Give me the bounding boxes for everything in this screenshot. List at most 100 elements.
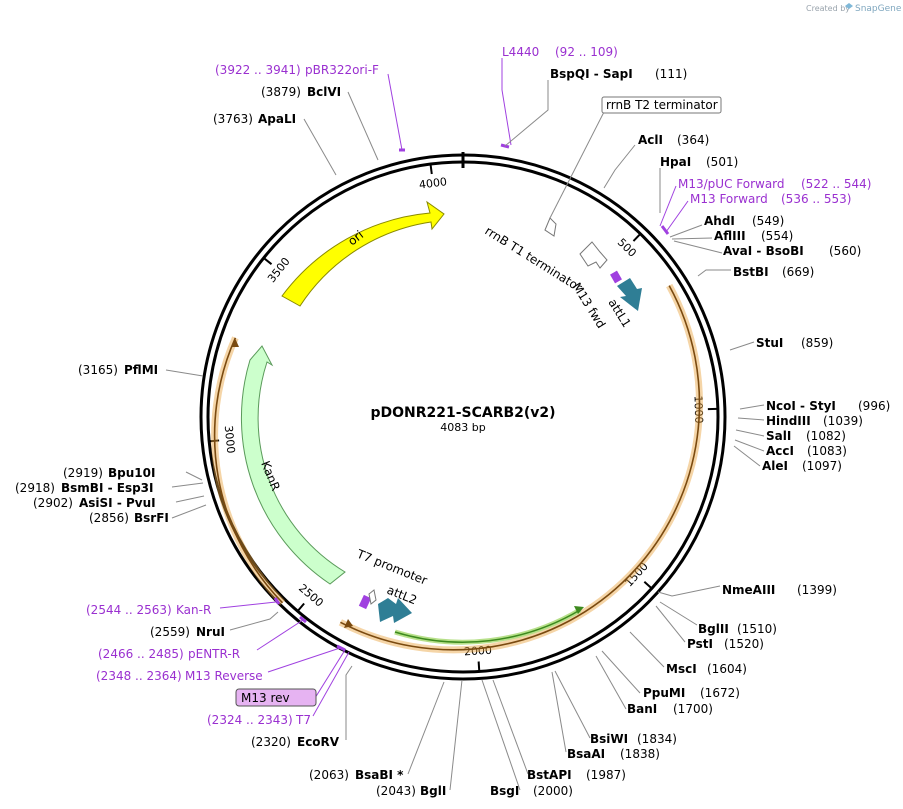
primer-label-pentr: pENTR-R (188, 647, 240, 661)
tick-label: 2500 (296, 581, 326, 609)
m13-rev-box-leader (314, 649, 346, 699)
site-pos-bpu10i: (2919) (63, 466, 103, 480)
tick-label: 3000 (222, 425, 238, 454)
site-label-alei: AleI (762, 459, 788, 473)
site-label-ncoi: NcoI - StyI (766, 399, 836, 413)
site-pos-nmeaiii: (1399) (797, 583, 837, 597)
primer-range-m13fwd: (536 .. 553) (781, 192, 851, 206)
site-label-hpai: HpaI (660, 155, 691, 169)
site-pos-bgli: (2043) (376, 784, 416, 798)
orf-arc-right-line (340, 285, 701, 651)
site-label-msci: MscI (666, 662, 697, 676)
t7-leader (312, 651, 350, 717)
site-label-ecorv: EcoRV (297, 735, 340, 749)
attl1-feature (617, 278, 642, 311)
site-pos-acli: (364) (677, 133, 709, 147)
kanr-primer-mark (273, 597, 281, 605)
site-label-acci: AccI (766, 444, 794, 458)
rrnb-t2-leader (549, 109, 606, 219)
site-pos-ecorv: (2320) (251, 735, 291, 749)
site-label-bsmbi: BsmBI - Esp3I (61, 481, 153, 495)
site-label-ppumi: PpuMI (643, 686, 685, 700)
site-label-psti: PstI (687, 637, 713, 651)
pentr-leader (256, 619, 304, 651)
tick-mark (632, 233, 641, 242)
tick-mark (477, 661, 481, 671)
primer-range-pentr: (2466 .. 2485) (98, 647, 184, 661)
site-label-hindiii: HindIII (766, 414, 811, 428)
site-label-bani: BanI (627, 702, 657, 716)
site-label-nrui: NruI (196, 625, 225, 639)
tick-mark (643, 581, 652, 589)
site-label-asisi: AsiSI - PvuI (79, 496, 156, 510)
site-label-bspqi: BspQI - SapI (550, 67, 633, 81)
site-pos-ahdi: (549) (752, 214, 784, 228)
m13-reverse-leader (267, 647, 341, 673)
primer-range-m13puc: (522 .. 544) (801, 177, 871, 191)
rrnb-t2-box (601, 96, 722, 114)
site-leaders (165, 80, 765, 791)
site-label-bclvi: BclVI (307, 85, 341, 99)
primer-range-l4440: (92 .. 109) (555, 45, 618, 59)
site-label-bsaai: BsaAI (567, 747, 605, 761)
site-label-ahdi: AhdI (704, 214, 735, 228)
rrnb-t1-feature (579, 241, 608, 269)
site-pos-apali: (3763) (213, 112, 253, 126)
tick-label: 3500 (265, 255, 293, 285)
site-label-stui: StuI (756, 336, 783, 350)
site-pos-bsgi: (2000) (533, 784, 573, 798)
primer-labels: L4440 (92 .. 109) M13/pUC Forward (522 .… (86, 45, 871, 727)
orf-arc-left-line (213, 337, 284, 604)
rrnb-t2-label: rrnB T2 terminator (606, 98, 718, 112)
orf-arrowhead-left (231, 338, 239, 347)
site-pos-bsabi: (2063) (309, 768, 349, 782)
pbr322ori-leader (387, 73, 403, 151)
site-label-bstapi: BstAPI (527, 768, 572, 782)
attl2-feature (378, 598, 412, 623)
site-pos-bspqi: (111) (655, 67, 687, 81)
primer-range-kanr: (2544 .. 2563) (86, 603, 172, 617)
primer-label-m13puc: M13/pUC Forward (678, 177, 785, 191)
brand-text: SnapGene (855, 4, 902, 14)
green-cds (394, 607, 582, 645)
site-label-bsrfi: BsrFI (134, 511, 169, 525)
kanr-feature (240, 345, 346, 585)
tick-mark (429, 164, 433, 175)
site-pos-bani: (1700) (673, 702, 713, 716)
site-pos-bclvi: (3879) (261, 85, 301, 99)
primer-label-l4440: L4440 (502, 45, 539, 59)
primer-range-m13rev: (2348 .. 2364) (96, 669, 182, 683)
site-label-bstbi: BstBI (733, 265, 769, 279)
site-labels: BspQI - SapI (111) AclI (364) HpaI (501)… (15, 67, 890, 798)
site-label-bsiwi: BsiWI (590, 732, 628, 746)
site-pos-pflmi: (3165) (78, 363, 118, 377)
site-pos-bsrfi: (2856) (89, 511, 129, 525)
site-label-sali: SalI (766, 429, 791, 443)
site-pos-bsaai: (1838) (620, 747, 660, 761)
site-pos-sali: (1082) (806, 429, 846, 443)
primer-range-t7: (2324 .. 2343) (207, 713, 293, 727)
site-pos-asisi: (2902) (33, 496, 73, 510)
m13-fwd-primer-mark (660, 225, 670, 235)
site-pos-hindiii: (1039) (823, 414, 863, 428)
site-pos-bstbi: (669) (782, 265, 814, 279)
m13-fwd-feature (610, 270, 622, 284)
site-label-bsabi: BsaBI * (355, 768, 404, 782)
m13-forward-leader (665, 200, 689, 233)
primer-label-kanr: Kan-R (176, 603, 211, 617)
orf-arrowhead-right (344, 619, 353, 628)
rrnb-t1-label: rrnB T1 terminator (482, 224, 584, 295)
m13-rev-label: M13 rev (241, 691, 290, 705)
primer-label-m13reverse: M13 Reverse (185, 669, 263, 683)
tick-label: 1000 (691, 395, 705, 423)
plasmid-size: 4083 bp (440, 421, 485, 434)
primer-label-pbr322: pBR322ori-F (305, 63, 379, 77)
site-label-pflmi: PflMI (124, 363, 158, 377)
site-pos-ncoi: (996) (858, 399, 890, 413)
site-pos-msci: (1604) (707, 662, 747, 676)
tick-label: 4000 (418, 175, 447, 191)
site-pos-bsiwi: (1834) (637, 732, 677, 746)
credit-text: Created by (806, 4, 850, 13)
m13-rev-box (235, 688, 317, 707)
